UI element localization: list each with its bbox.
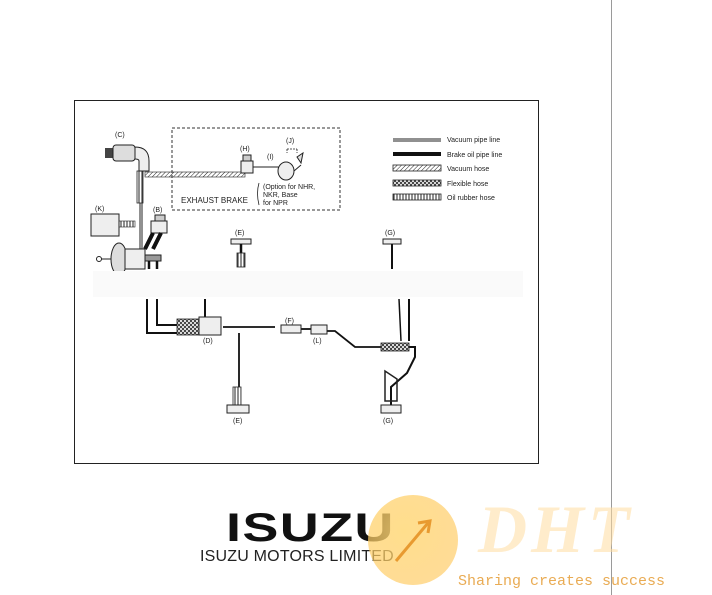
component-k: (K) bbox=[90, 206, 136, 237]
rear-flexible-hose bbox=[380, 342, 410, 352]
component-e-top: (E) bbox=[230, 230, 252, 268]
component-d: (D) bbox=[176, 316, 222, 345]
vacuum-line-exhaust bbox=[144, 171, 246, 178]
label-g-top: (G) bbox=[385, 230, 395, 237]
label-i: (I) bbox=[267, 154, 274, 161]
brake-oil-pipes bbox=[146, 298, 416, 407]
component-l: (L) bbox=[310, 324, 328, 345]
brake-piping-diagram: Vacuum pipe line Brake oil pipe line Vac… bbox=[74, 100, 539, 464]
label-g-bottom: (G) bbox=[383, 418, 393, 425]
component-c: (C) bbox=[105, 132, 150, 172]
label-b: (B) bbox=[153, 207, 162, 214]
watermark-tagline: Sharing creates success bbox=[458, 573, 666, 590]
legend-label: Vacuum hose bbox=[447, 166, 489, 173]
legend-label: Oil rubber hose bbox=[447, 195, 495, 202]
exhaust-brake-label: EXHAUST BRAKE bbox=[181, 196, 248, 205]
scan-gap bbox=[93, 271, 523, 297]
label-e-bottom: (E) bbox=[233, 418, 242, 425]
vacuum-hose-c bbox=[136, 170, 144, 204]
component-g-top: (G) bbox=[382, 230, 402, 269]
legend-label: Flexible hose bbox=[447, 181, 488, 188]
brake-booster bbox=[96, 242, 162, 276]
option-note-line-3: for NPR bbox=[263, 200, 288, 207]
legend-label: Brake oil pipe line bbox=[447, 152, 502, 159]
legend-item-vacuum-hose: Vacuum hose bbox=[392, 164, 489, 173]
label-l: (L) bbox=[313, 338, 322, 345]
legend-item-flexible-hose: Flexible hose bbox=[392, 179, 488, 188]
component-g-bottom: (G) bbox=[380, 369, 402, 425]
legend-label: Vacuum pipe line bbox=[447, 137, 500, 144]
label-h: (H) bbox=[240, 146, 250, 153]
component-e-bottom: (E) bbox=[226, 386, 250, 425]
page-edge-line bbox=[611, 0, 612, 595]
label-f: (F) bbox=[285, 318, 294, 325]
component-i: (I) bbox=[267, 154, 302, 181]
watermark-letters: DHT bbox=[478, 491, 634, 567]
label-e-top: (E) bbox=[235, 230, 244, 237]
option-note-line-1: (Option for NHR, bbox=[263, 184, 315, 191]
diagram-canvas: Vacuum pipe line Brake oil pipe line Vac… bbox=[90, 127, 523, 425]
component-j: (J) bbox=[286, 138, 304, 165]
label-d: (D) bbox=[203, 338, 213, 345]
label-k: (K) bbox=[95, 206, 104, 213]
label-j: (J) bbox=[286, 138, 294, 145]
arrow-icon bbox=[394, 519, 432, 562]
legend-item-vacuum-pipe: Vacuum pipe line bbox=[393, 137, 500, 144]
legend-item-oil-rubber-hose: Oil rubber hose bbox=[392, 193, 495, 202]
watermark-circle-icon bbox=[368, 495, 458, 585]
isuzu-logo: ISUZU bbox=[226, 506, 395, 550]
legend: Vacuum pipe line Brake oil pipe line Vac… bbox=[392, 137, 502, 202]
component-b: (B) bbox=[143, 207, 168, 250]
exhaust-brake-box: EXHAUST BRAKE (Option for NHR, NKR, Base… bbox=[171, 127, 341, 211]
component-f: (F) bbox=[280, 318, 302, 334]
company-name: ISUZU MOTORS LIMITED bbox=[200, 548, 394, 565]
legend-item-brake-oil-pipe: Brake oil pipe line bbox=[393, 152, 502, 159]
label-c: (C) bbox=[115, 132, 125, 139]
component-h: (H) bbox=[240, 146, 254, 174]
option-note-line-2: NKR, Base bbox=[263, 192, 298, 199]
